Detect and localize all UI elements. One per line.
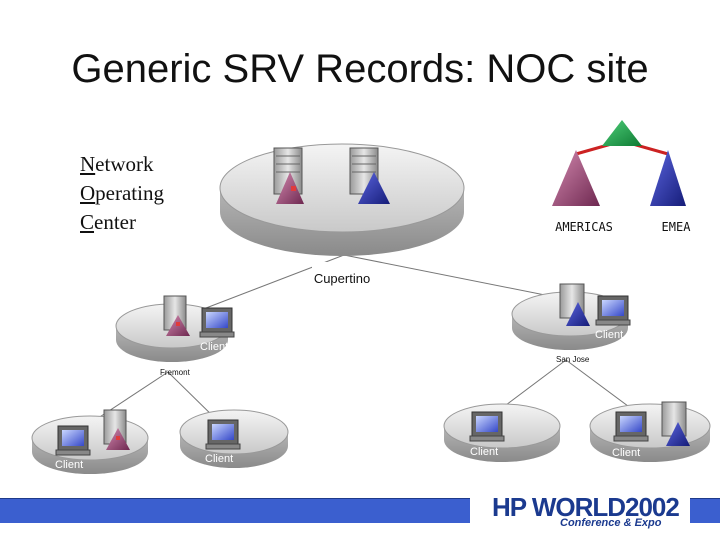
network-diagram: Cupertino Client Fremont Client San Jose	[31, 120, 711, 474]
emea-dns-triangle-icon	[666, 422, 690, 446]
footer-logo-backdrop	[470, 490, 690, 540]
client-label: Client	[200, 341, 228, 353]
emea-dns-triangle-icon	[566, 302, 590, 326]
noc-line1: etwork	[95, 152, 154, 176]
dns-hierarchy: AMERICAS EMEA	[552, 120, 691, 234]
client-computer-icon	[199, 307, 235, 338]
emea-domain-triangle-icon	[650, 150, 686, 206]
region-label-americas: AMERICAS	[555, 220, 613, 234]
client-label: Client	[612, 447, 640, 459]
noc-line2: perating	[95, 181, 164, 205]
client-label: Client	[205, 453, 233, 465]
site-label-fremont: Fremont	[160, 368, 191, 377]
noc-label: Network Operating Center	[80, 152, 164, 234]
link-cupertino-sanjose	[343, 254, 571, 301]
site-cupertino: Cupertino	[219, 143, 465, 286]
client-computer-icon	[595, 295, 631, 326]
site-fremont: Client Fremont	[115, 295, 235, 377]
client-computer-icon	[55, 425, 91, 456]
site-sanjose-client-b: Client	[589, 401, 711, 462]
region-label-emea: EMEA	[662, 220, 692, 234]
americas-domain-triangle-icon	[552, 150, 600, 206]
emea-dns-triangle-icon	[358, 172, 390, 204]
client-label: Client	[595, 329, 623, 341]
site-label-cupertino: Cupertino	[314, 271, 370, 286]
site-label-sanjose: San Jose	[556, 355, 590, 364]
root-dns-triangle-icon	[602, 120, 642, 146]
logo-year: 2002	[625, 492, 680, 522]
hp-world-logo: HP WORLD 2002 Conference & Expo	[492, 492, 692, 536]
site-fremont-client-a: Client	[31, 409, 149, 474]
site-sanjose: Client San Jose	[511, 283, 631, 364]
client-label: Client	[470, 446, 498, 458]
server-icon	[349, 147, 379, 195]
client-computer-icon	[469, 411, 505, 442]
client-computer-icon	[613, 411, 649, 442]
noc-line3: enter	[94, 210, 136, 234]
logo-brand: HP WORLD	[492, 492, 626, 522]
americas-dns-triangle-icon	[276, 172, 304, 204]
logo-subtitle: Conference & Expo	[560, 517, 662, 529]
site-fremont-client-b: Client	[179, 409, 289, 468]
slide-title: Generic SRV Records: NOC site	[71, 47, 649, 91]
client-computer-icon	[205, 419, 241, 450]
client-label: Client	[55, 459, 83, 471]
site-sanjose-client-a: Client	[443, 403, 561, 462]
